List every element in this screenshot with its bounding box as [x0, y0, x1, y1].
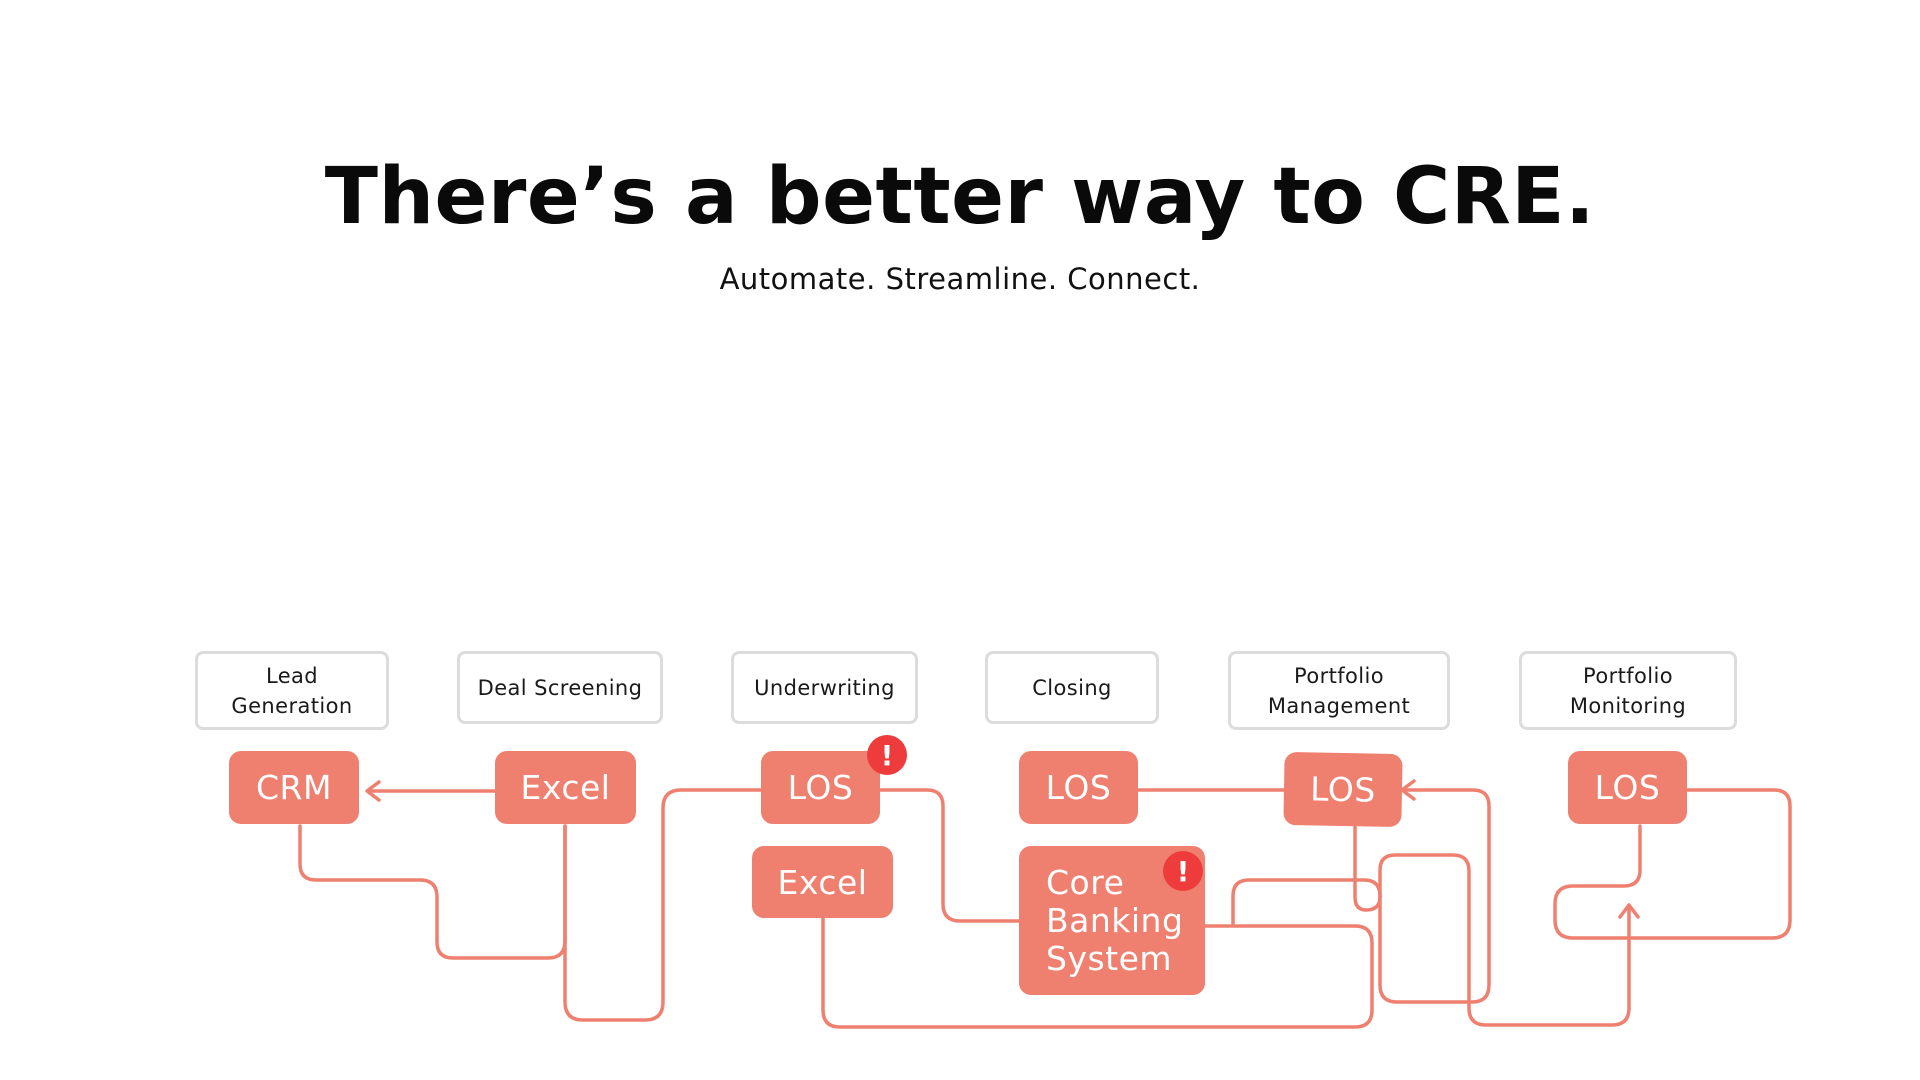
- system-los-underwriting: LOS: [761, 751, 880, 824]
- stage-label: Portfolio Management: [1267, 663, 1411, 718]
- connector-excel-to-los: [563, 788, 764, 1022]
- system-los-portfolio-management: LOS: [1283, 751, 1403, 828]
- connector-monitoring-loop: [1553, 788, 1792, 940]
- stage-portfolio-management: Portfolio Management: [1228, 651, 1450, 730]
- connector-excel-to-core: [821, 916, 1374, 1029]
- arrowhead-icon: [1618, 903, 1640, 919]
- system-excel-screening: Excel: [495, 751, 636, 824]
- page-subtitle: Automate. Streamline. Connect.: [719, 262, 1201, 296]
- system-crm: CRM: [229, 751, 359, 824]
- connector-core-loop: [1231, 788, 1491, 1004]
- stage-label: Closing: [1032, 675, 1112, 700]
- stage-underwriting: Underwriting: [731, 651, 918, 724]
- exclamation-alert-icon: !: [1163, 851, 1203, 891]
- stage-label: Deal Screening: [477, 675, 643, 700]
- stage-label: Underwriting: [754, 675, 895, 700]
- stage-label: Lead Generation: [231, 663, 353, 718]
- stage-label: Portfolio Monitoring: [1569, 663, 1687, 718]
- stage-closing: Closing: [985, 651, 1159, 724]
- system-los-portfolio-monitoring: LOS: [1568, 751, 1687, 824]
- connector-mgmt-loop: [1353, 824, 1631, 1027]
- connector-crm-loop: [298, 824, 567, 960]
- stage-portfolio-monitoring: Portfolio Monitoring: [1519, 651, 1737, 730]
- exclamation-alert-icon: !: [867, 735, 907, 775]
- system-excel-underwriting: Excel: [752, 846, 893, 918]
- arrowhead-icon: [365, 780, 381, 802]
- connector-los-to-core: [878, 788, 1022, 923]
- stage-deal-screening: Deal Screening: [457, 651, 663, 724]
- page-title: There’s a better way to CRE.: [324, 152, 1596, 242]
- system-los-closing: LOS: [1019, 751, 1138, 824]
- stage-lead-generation: Lead Generation: [195, 651, 389, 730]
